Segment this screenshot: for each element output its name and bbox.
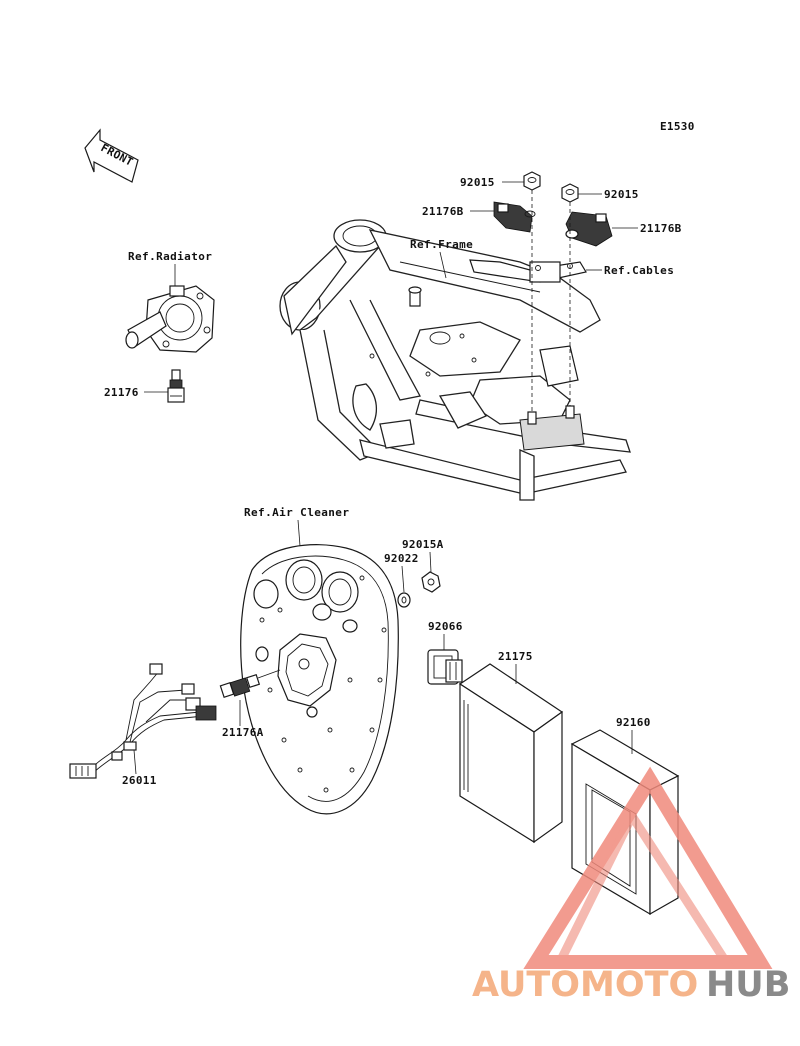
front-arrow-icon: FRONT — [84, 128, 139, 183]
part-92022-label: 92022 — [384, 552, 419, 565]
ref-radiator-label: Ref.Radiator — [128, 250, 212, 263]
ref-cables-label: Ref.Cables — [604, 264, 674, 277]
part-92015-left-label: 92015 — [460, 176, 495, 189]
nut-92015-right — [561, 183, 579, 203]
connector-92066 — [427, 649, 463, 685]
part-92066-label: 92066 — [428, 620, 463, 633]
temperature-sensor — [167, 369, 185, 403]
part-21175-label: 21175 — [498, 650, 533, 663]
frame-drawing — [279, 219, 631, 501]
watermark-text-automoto: AUTOMOTO — [472, 965, 698, 1005]
part-92015-right-label: 92015 — [604, 188, 639, 201]
part-21176b-left-label: 21176B — [422, 205, 464, 218]
radiator-housing — [125, 285, 215, 353]
sensor-21176b-right — [565, 211, 613, 247]
part-21176a-label: 21176A — [222, 726, 264, 739]
nut-92015a — [421, 571, 441, 593]
part-92015a-label: 92015A — [402, 538, 444, 551]
ref-frame-label: Ref.Frame — [410, 238, 473, 251]
part-21176-label: 21176 — [104, 386, 139, 399]
part-21176b-right-label: 21176B — [640, 222, 682, 235]
watermark-text-hub: HUB — [706, 965, 790, 1005]
wiring-harness-26011 — [69, 663, 217, 779]
part-92160-label: 92160 — [616, 716, 651, 729]
air-cleaner-plate — [240, 544, 399, 815]
cable-bracket — [469, 259, 587, 283]
washer-92022 — [397, 592, 411, 608]
nut-92015-left — [523, 171, 541, 191]
diagram-code: E1530 — [660, 120, 695, 133]
sensor-21176b-left — [493, 201, 536, 233]
ref-air-cleaner-label: Ref.Air Cleaner — [244, 506, 349, 519]
switch-21176a — [219, 669, 281, 699]
ecu-unit-21175 — [458, 663, 564, 844]
automotohub-watermark-logo — [523, 766, 773, 969]
part-26011-label: 26011 — [122, 774, 157, 787]
